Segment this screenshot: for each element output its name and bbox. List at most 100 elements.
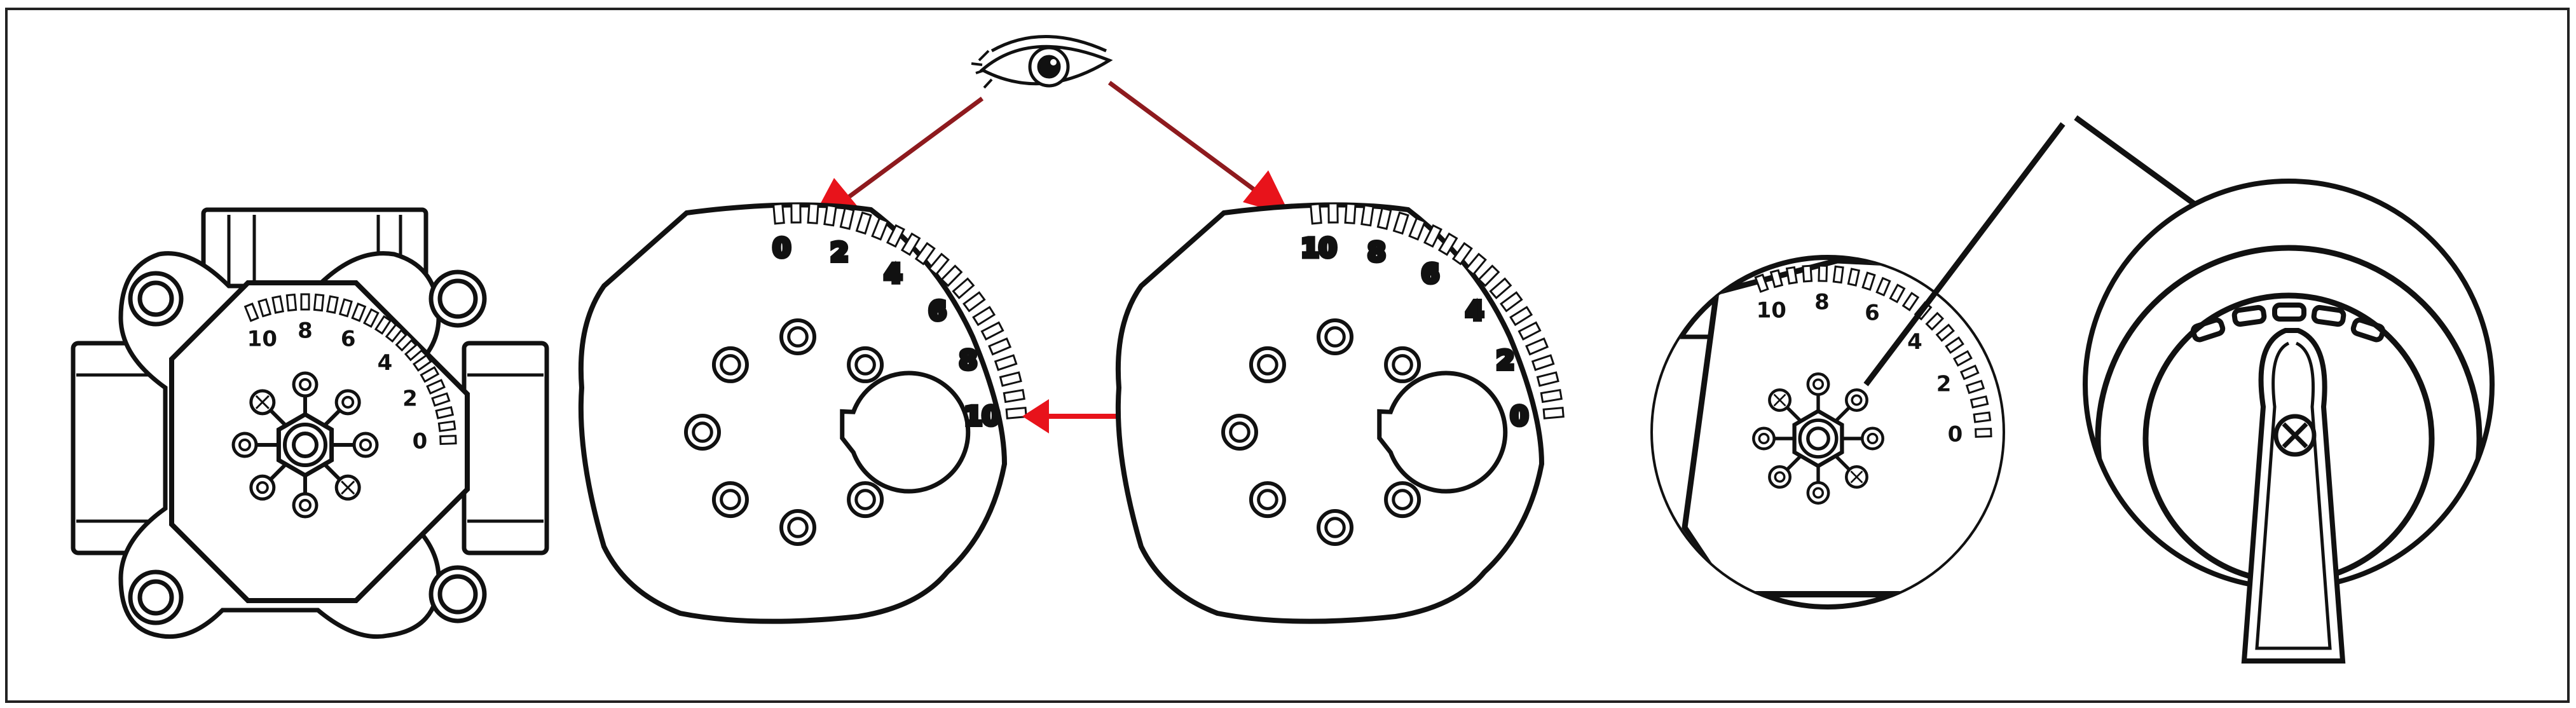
scale-label: 10 [1301, 234, 1337, 263]
phillips-screw-icon [2273, 414, 2317, 457]
scale-tick [271, 295, 285, 314]
scale-tick [823, 204, 837, 227]
scale-tick [1376, 207, 1392, 230]
scale-tick [1945, 336, 1964, 354]
scale-tick [855, 211, 872, 235]
scale-label: 0 [413, 429, 428, 454]
scale-tick [988, 337, 1012, 356]
bolt-hole [1221, 414, 1258, 451]
view-arrow-right [1107, 81, 1291, 216]
scale-tick [839, 207, 855, 230]
scale-tick [790, 202, 802, 224]
scale-tick [1344, 202, 1357, 224]
scale-tick [1437, 232, 1458, 256]
scale-label: 4 [378, 350, 393, 376]
scale-tick [871, 217, 889, 241]
scale-tick [772, 203, 785, 225]
scale-tick [980, 321, 1004, 341]
scale-label: 6 [341, 326, 356, 351]
bolt-hole [779, 318, 816, 355]
scale-tick [1531, 354, 1555, 371]
stem-hole [840, 371, 971, 494]
scale-label: 10 [1757, 297, 1786, 323]
scale-tick [412, 354, 432, 372]
scale-label: 8 [959, 346, 977, 375]
scale-tick [426, 379, 446, 395]
bolt-hole [847, 346, 884, 383]
scale-tick [1408, 217, 1427, 241]
scale-tick [1423, 224, 1442, 248]
scale-label: 8 [1814, 289, 1830, 315]
handle-zoom-view [2083, 179, 2495, 664]
scale-tick [420, 366, 440, 383]
scale-tick [972, 306, 996, 327]
scale-tick [1360, 204, 1374, 227]
scale-tick [1540, 388, 1563, 404]
scale-tick [1785, 266, 1798, 285]
scale-tick [1965, 379, 1985, 395]
scale-tick [900, 232, 921, 256]
scale-tick [374, 315, 392, 335]
scale-tick [1925, 311, 1945, 331]
scale-tick [257, 298, 272, 318]
scale-tick [285, 293, 298, 312]
scale-label: 6 [1865, 301, 1880, 326]
scale-tick [963, 291, 986, 313]
scale-label: 10 [964, 402, 1000, 432]
outer-border [5, 8, 2570, 703]
scale-tick [431, 392, 451, 407]
scale-tick [439, 435, 457, 446]
scale-label: 4 [1907, 329, 1922, 355]
bolt-hole [1249, 346, 1286, 383]
scale-tick [395, 332, 414, 352]
scale-tick [351, 303, 367, 322]
pointer-line-1 [1863, 122, 2066, 386]
scale-label: 4 [1466, 297, 1484, 326]
bolt-hole [1384, 481, 1422, 519]
valve-body [71, 207, 549, 639]
scale-tick [1975, 427, 1992, 438]
scale-tick [1003, 388, 1025, 404]
scale-label: 2 [1497, 346, 1514, 375]
scale-tick [1818, 264, 1828, 282]
scale-label: 6 [1422, 260, 1439, 289]
scale-tick [338, 298, 353, 318]
scale-tick [914, 242, 936, 266]
scale-tick [1973, 411, 1992, 423]
bolt-hole [711, 481, 749, 519]
scale-tick [243, 303, 259, 322]
stem-hole [1377, 371, 1508, 494]
scale-tick [1754, 273, 1769, 293]
bolt-hole [847, 481, 884, 519]
scale-tick [1465, 252, 1487, 276]
scale-tick [1327, 202, 1339, 224]
bolt-hole [1317, 318, 1353, 355]
scale-tick [1832, 265, 1844, 284]
scale-tick [1769, 269, 1784, 289]
scale-tick [1875, 276, 1891, 297]
scale-tick [325, 295, 339, 314]
scale-tick [1847, 268, 1861, 287]
scale-label: 0 [773, 234, 791, 263]
scale-tick [1518, 321, 1542, 341]
scale-tick [404, 343, 424, 362]
scale-tick [1901, 292, 1920, 311]
scale-tick [1536, 371, 1559, 387]
scale-label: 8 [1368, 238, 1386, 267]
scale-tick [1005, 407, 1027, 419]
scale-tick [952, 277, 975, 299]
scale-tick [1392, 211, 1409, 235]
scale-tick [1889, 283, 1906, 304]
scale-tick [940, 264, 963, 287]
scale-tick [363, 308, 380, 328]
bolt-hole [684, 414, 721, 451]
valve-handle [2241, 328, 2346, 664]
bolt-hole [779, 509, 816, 546]
bolt-hole [711, 346, 749, 383]
scale-label: 2 [402, 386, 418, 411]
scale-tick [435, 406, 455, 419]
